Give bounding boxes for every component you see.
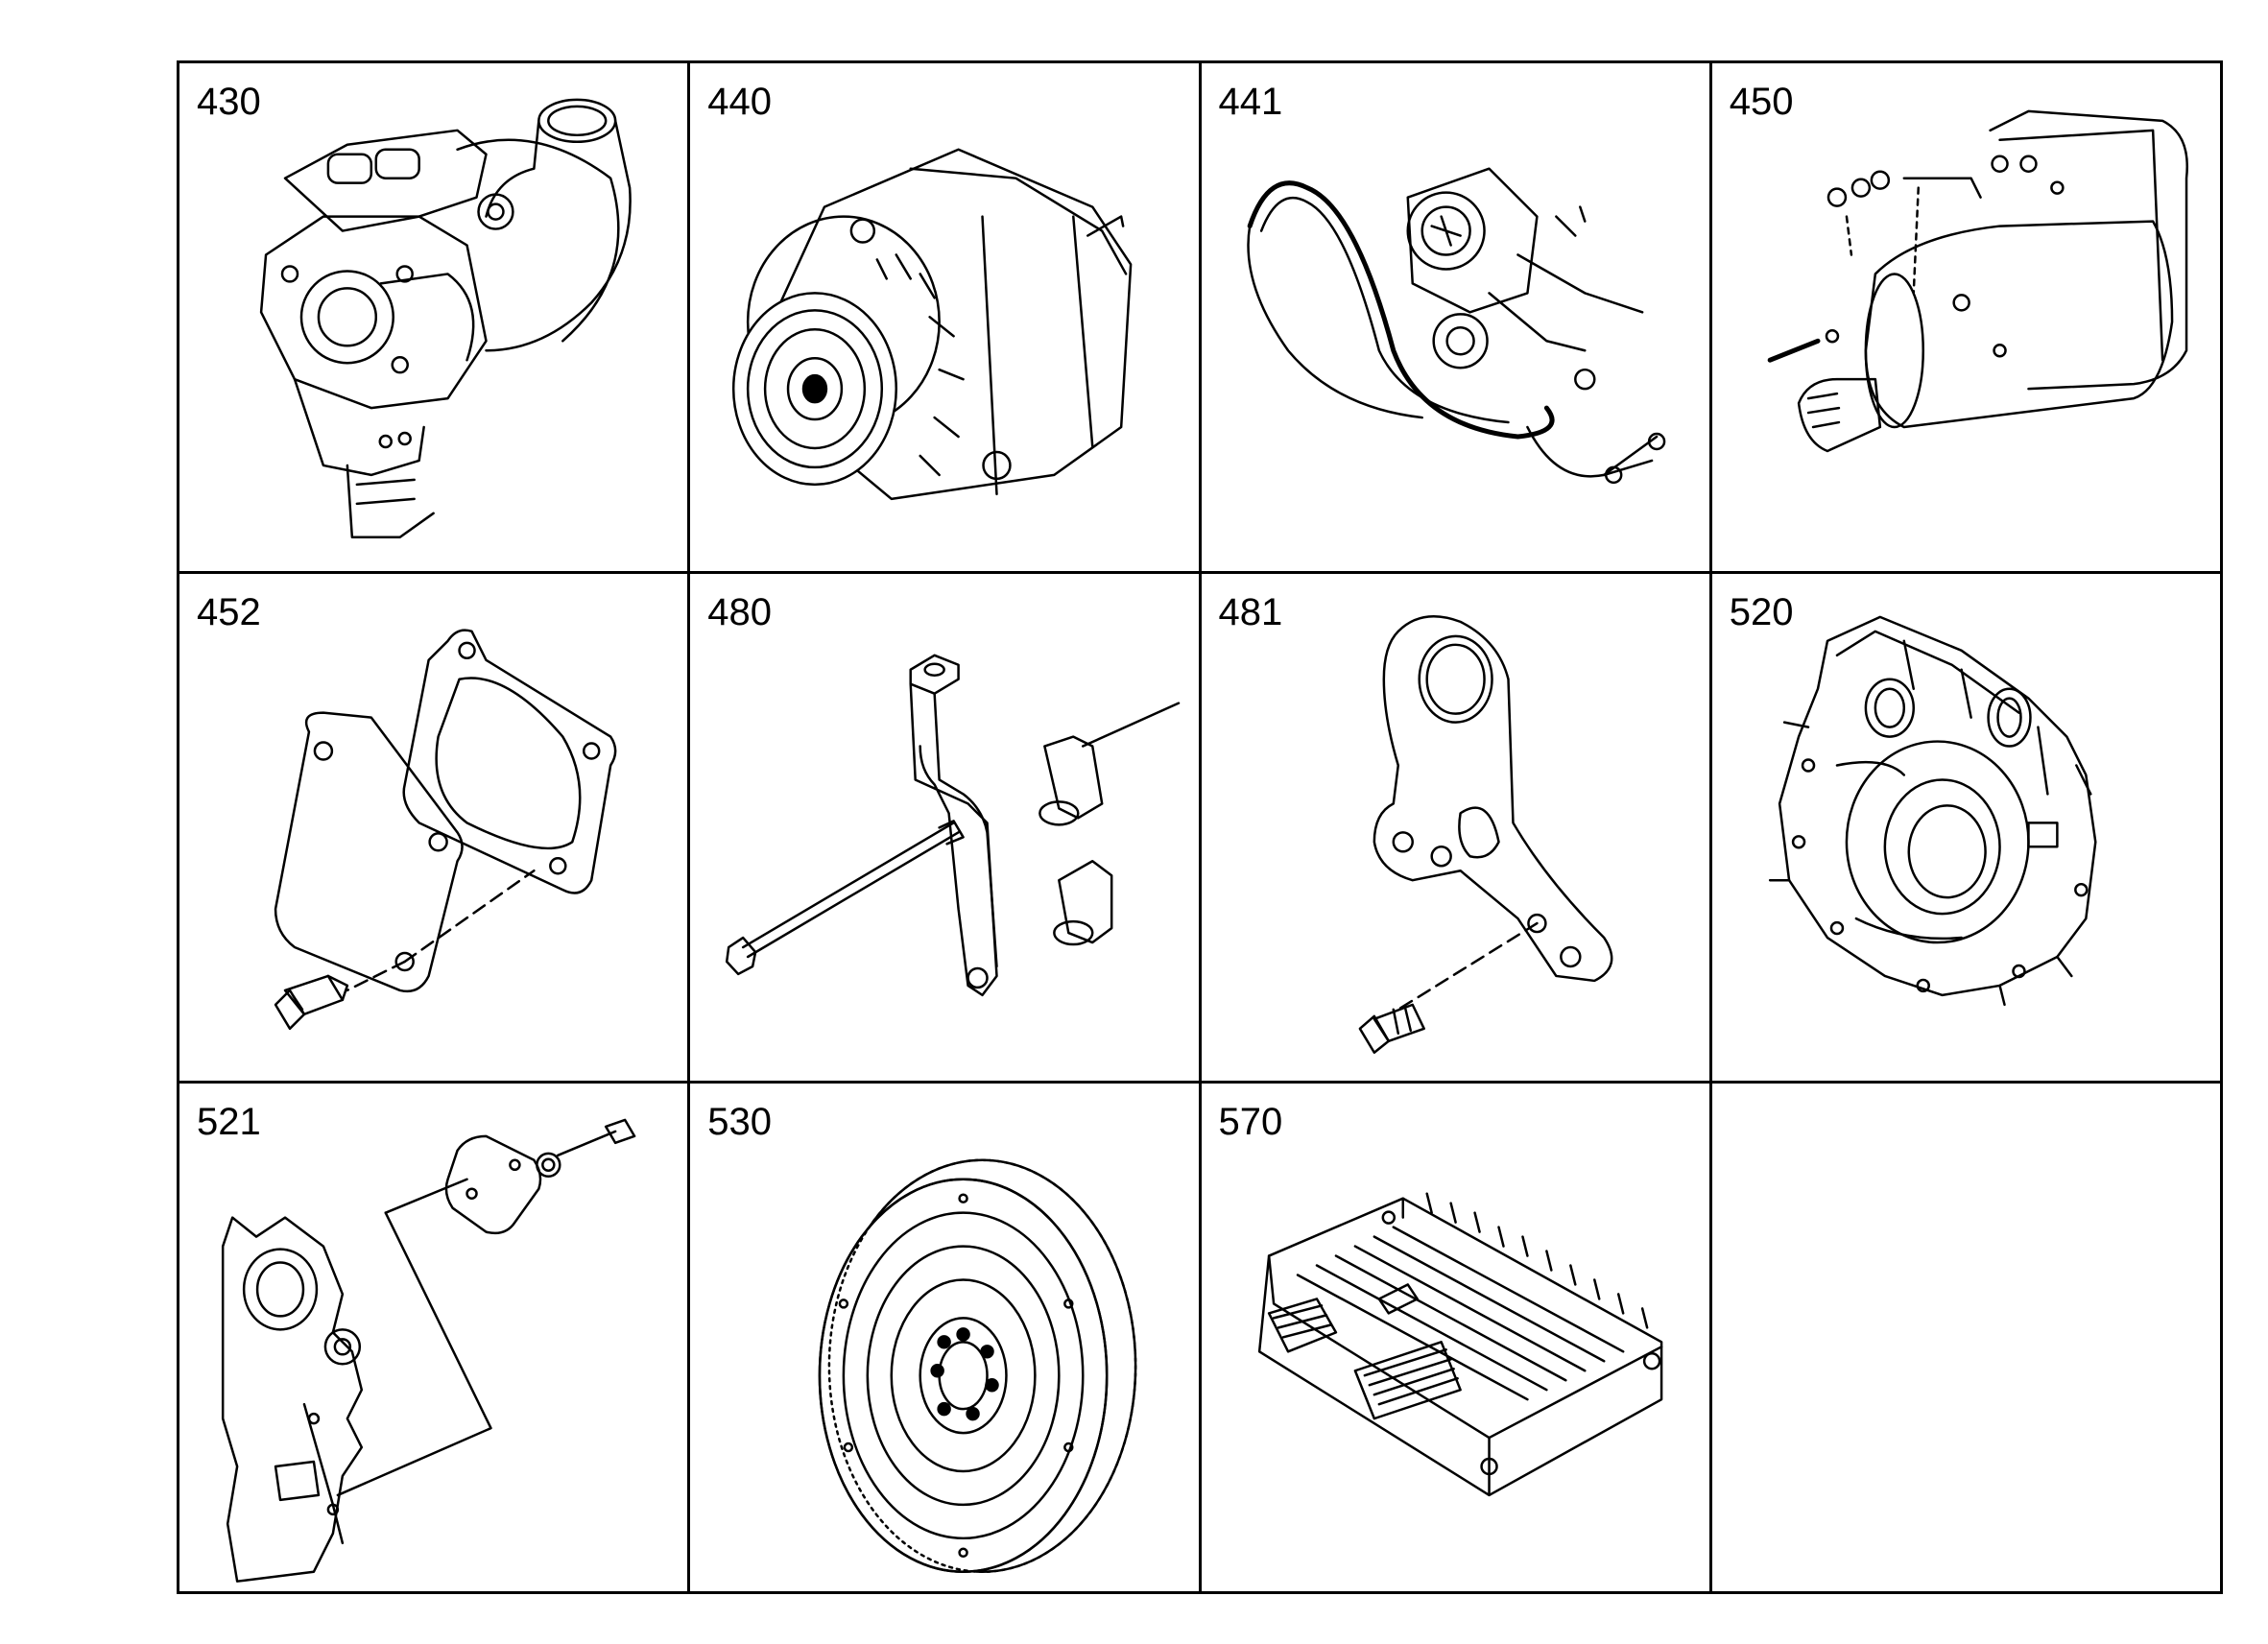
flywheel-icon	[818, 1158, 1137, 1574]
alternator-icon	[732, 148, 1133, 501]
part-cell-570[interactable]: 570	[1201, 1084, 1712, 1594]
part-number: 481	[1218, 590, 1283, 633]
parts-index-grid: 430 440	[177, 60, 2223, 1594]
part-number: 530	[707, 1101, 772, 1144]
cover-plate-gasket-icon	[274, 629, 617, 1030]
part-cell-480[interactable]: 480	[690, 573, 1202, 1084]
starter-motor-icon	[1767, 109, 2188, 453]
housing-cover-icon	[221, 1118, 636, 1584]
part-number: 441	[1218, 81, 1283, 123]
part-number: 452	[197, 590, 261, 633]
part-number: 450	[1729, 81, 1794, 123]
mounting-bracket-icon	[1358, 614, 1612, 1054]
alternator-bracket-icon	[726, 654, 1181, 996]
flywheel-housing-icon	[1768, 615, 2097, 1006]
part-number: 570	[1218, 1101, 1283, 1144]
empty-cell	[1711, 1084, 2223, 1594]
part-cell-440[interactable]: 440	[690, 63, 1202, 574]
part-cell-530[interactable]: 530	[690, 1084, 1202, 1594]
part-cell-521[interactable]: 521	[179, 1084, 691, 1594]
part-cell-441[interactable]: 441	[1201, 63, 1712, 574]
belt-tensioner-icon	[1246, 167, 1665, 485]
part-number: 521	[197, 1101, 261, 1144]
part-number: 480	[707, 590, 772, 633]
part-number: 440	[707, 81, 772, 123]
turbocharger-icon	[259, 98, 632, 538]
part-cell-430[interactable]: 430	[179, 63, 691, 574]
part-number: 520	[1729, 590, 1794, 633]
part-cell-452[interactable]: 452	[179, 573, 691, 1084]
part-number: 430	[197, 81, 261, 123]
part-cell-520[interactable]: 520	[1711, 573, 2223, 1084]
part-cell-481[interactable]: 481	[1201, 573, 1712, 1084]
control-unit-icon	[1257, 1192, 1662, 1497]
part-cell-450[interactable]: 450	[1711, 63, 2223, 574]
